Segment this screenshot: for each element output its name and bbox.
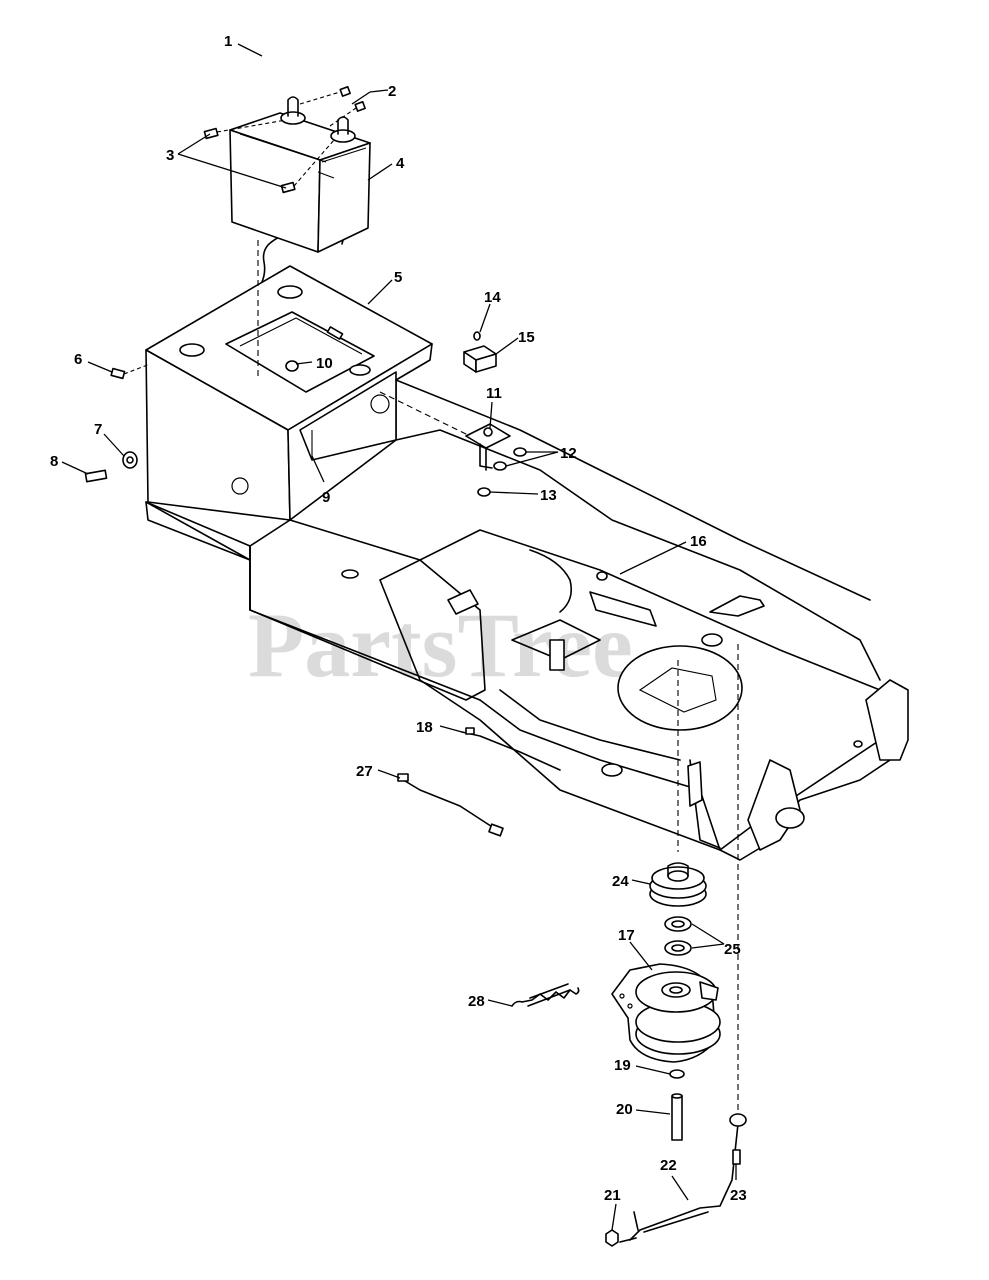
part-bolt-23[interactable] xyxy=(732,1149,741,1165)
part-main-frame[interactable] xyxy=(145,379,909,861)
callout-16: 16 xyxy=(690,533,707,550)
callout-10: 10 xyxy=(316,355,333,372)
callout-8: 8 xyxy=(50,453,58,470)
callout-5: 5 xyxy=(394,269,402,286)
part-bolt-8[interactable] xyxy=(84,469,108,483)
callout-11: 11 xyxy=(486,385,502,402)
part-screws-12[interactable] xyxy=(493,447,527,471)
callout-20: 20 xyxy=(616,1101,633,1118)
part-cable-18[interactable] xyxy=(461,727,561,771)
part-spring-28[interactable] xyxy=(511,983,580,1007)
part-battery[interactable] xyxy=(229,96,371,253)
callout-18: 18 xyxy=(416,719,433,736)
callout-2: 2 xyxy=(388,83,396,100)
callout-25: 25 xyxy=(724,941,741,958)
callout-22: 22 xyxy=(660,1157,677,1174)
part-pin-20[interactable] xyxy=(671,1093,683,1141)
callout-19: 19 xyxy=(614,1057,631,1074)
callout-4: 4 xyxy=(396,155,405,172)
callout-7: 7 xyxy=(94,421,102,438)
callout-28: 28 xyxy=(468,993,485,1010)
callout-3: 3 xyxy=(166,147,174,164)
callout-27: 27 xyxy=(356,763,373,780)
part-pulley-24[interactable] xyxy=(649,862,707,907)
part-bolt-6[interactable] xyxy=(110,367,126,380)
callout-6: 6 xyxy=(74,351,82,368)
part-terminal-nuts[interactable] xyxy=(299,86,366,127)
part-harness-27[interactable] xyxy=(397,773,504,837)
part-screw-10[interactable] xyxy=(285,360,299,372)
watermark: PartsTree xyxy=(248,594,633,696)
part-washer-19[interactable] xyxy=(669,1069,685,1079)
callout-12: 12 xyxy=(560,445,577,462)
part-clutch-17[interactable] xyxy=(611,963,721,1063)
callout-labels: 1 2 3 4 5 6 7 8 9 10 11 12 13 14 15 16 1… xyxy=(50,33,747,1204)
callout-24: 24 xyxy=(612,873,629,890)
callout-23: 23 xyxy=(730,1187,747,1204)
part-rod-22[interactable] xyxy=(619,1113,747,1243)
part-ignition-bracket[interactable] xyxy=(465,423,511,471)
leader-lines xyxy=(61,43,739,1231)
callout-17: 17 xyxy=(618,927,635,944)
part-clip-14[interactable] xyxy=(473,331,481,341)
part-washer-7[interactable] xyxy=(122,451,138,469)
part-spacers-25[interactable] xyxy=(664,916,692,956)
callout-9: 9 xyxy=(322,489,330,506)
callout-21: 21 xyxy=(604,1187,621,1204)
part-terminal-bolts[interactable] xyxy=(203,119,335,194)
callout-1: 1 xyxy=(224,33,232,50)
callout-14: 14 xyxy=(484,289,501,306)
part-switch-15[interactable] xyxy=(463,345,497,373)
part-nut-21[interactable] xyxy=(605,1229,619,1247)
part-nut-13[interactable] xyxy=(477,487,491,497)
callout-13: 13 xyxy=(540,487,557,504)
callout-15: 15 xyxy=(518,329,535,346)
